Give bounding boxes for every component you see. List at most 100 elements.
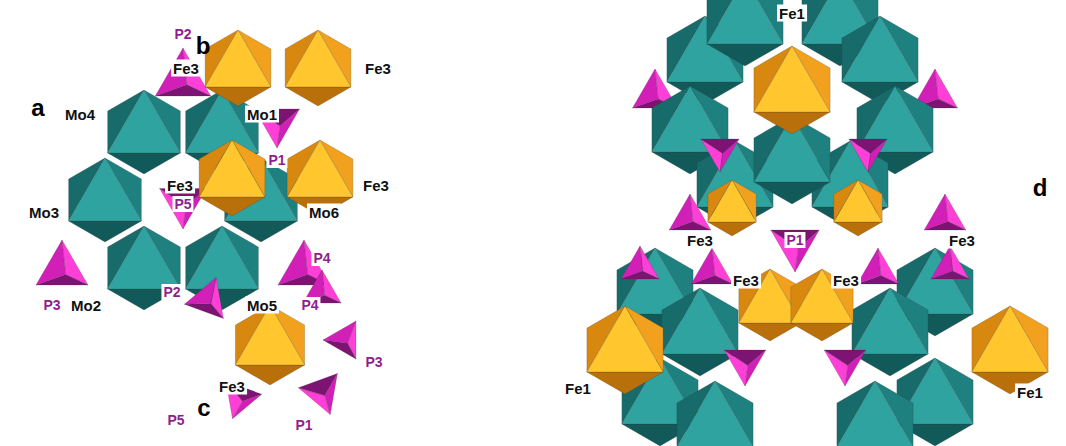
panel-letter: d [1031, 175, 1050, 201]
atom-label: P1 [266, 152, 287, 168]
polyhedron-face [233, 394, 262, 419]
atom-label: Mo2 [69, 297, 103, 314]
polyhedron-face [739, 323, 801, 341]
polyhedron-face [845, 350, 866, 386]
atom-label: Fe1 [1015, 384, 1045, 401]
polyhedron-face [972, 306, 1048, 372]
polyhedron-face [587, 372, 663, 394]
octahedron [834, 180, 882, 236]
atom-label: Fe1 [777, 5, 807, 22]
atom-label: Fe3 [361, 177, 391, 194]
tetrahedron [621, 246, 659, 279]
polyhedron-face [199, 197, 265, 216]
polyhedron-face [720, 139, 739, 172]
octahedron [587, 306, 663, 394]
polyhedron-face [868, 139, 887, 172]
octahedron [972, 306, 1048, 394]
polyhedron-face [69, 158, 142, 221]
polyhedron-face [708, 222, 756, 236]
tetrahedron [669, 194, 711, 230]
polyhedron-face [235, 305, 304, 365]
polyhedron-face [205, 30, 271, 87]
atom-label: Fe3 [171, 60, 201, 77]
polyhedron-face [36, 240, 66, 285]
polyhedron-face [852, 288, 928, 354]
polyhedron-face [931, 246, 953, 279]
atom-label: Fe3 [947, 232, 977, 249]
panel-letter: c [195, 395, 212, 421]
atom-label: P1 [784, 232, 805, 248]
polyhedron-face [278, 240, 308, 285]
atom-label: Fe3 [217, 378, 247, 395]
octahedron [199, 140, 265, 216]
tetrahedron [771, 230, 819, 272]
tetrahedron [36, 240, 88, 285]
octahedron [205, 30, 271, 106]
atom-label: P5 [172, 196, 193, 212]
octahedron [285, 30, 351, 106]
polyhedron-face [277, 109, 300, 148]
tetrahedron [298, 374, 337, 415]
tetrahedron [184, 277, 223, 318]
polyhedron-face [323, 340, 356, 359]
atom-label: Fe1 [563, 380, 593, 397]
atom-label: Mo3 [27, 204, 61, 221]
atom-label: Mo4 [63, 106, 97, 123]
octahedron [852, 288, 928, 376]
polyhedron-face [184, 304, 223, 319]
polyhedron-face [745, 350, 766, 386]
atom-label: Fe3 [831, 272, 861, 289]
tetrahedron [724, 350, 766, 386]
atom-label: Mo6 [307, 204, 341, 221]
atom-label: P2 [172, 26, 193, 42]
polyhedron-face [287, 140, 353, 197]
octahedron [662, 288, 738, 376]
atom-label: P3 [363, 354, 384, 370]
polyhedron-face [837, 381, 913, 446]
polyhedron-face [621, 246, 643, 279]
polyhedron-face [285, 87, 351, 106]
atom-label: Fe3 [685, 232, 715, 249]
polyhedron-face [285, 30, 351, 87]
atom-label: P4 [299, 297, 320, 313]
polyhedron-face [754, 46, 830, 112]
polyhedron-face [205, 87, 271, 106]
panel-letter: b [194, 33, 213, 59]
octahedron [677, 381, 753, 446]
polyhedron-face [323, 321, 356, 343]
octahedron [108, 90, 181, 174]
atom-label: Mo1 [245, 106, 279, 123]
polyhedron-face [707, 0, 783, 44]
polyhedron-face [834, 180, 882, 222]
polyhedron-face [691, 248, 715, 284]
atom-label: P3 [41, 297, 62, 313]
polyhedron-face [842, 16, 918, 82]
octahedron [708, 180, 756, 236]
octahedron [837, 381, 913, 446]
octahedron [842, 16, 918, 104]
octahedron [69, 158, 142, 242]
octahedron [235, 305, 304, 385]
polyhedron-face [924, 194, 948, 230]
atom-label: Mo5 [245, 297, 279, 314]
atom-label: P2 [161, 284, 182, 300]
panel-letter: a [29, 95, 46, 121]
octahedron [754, 46, 830, 134]
octahedron [707, 0, 783, 66]
tetrahedron [323, 321, 356, 359]
polyhedron-face [708, 180, 756, 222]
polyhedron-face [199, 140, 265, 197]
polyhedron-face [633, 69, 659, 108]
polyhedron-face [325, 374, 338, 415]
polyhedron-face [108, 90, 181, 153]
polyhedron-face [834, 222, 882, 236]
polyhedron-face [186, 226, 259, 289]
atom-label: Fe3 [731, 272, 761, 289]
tetrahedron [701, 139, 739, 172]
tetrahedron [691, 248, 733, 284]
tetrahedron [931, 246, 969, 279]
atom-label: P4 [311, 250, 332, 266]
polyhedron-face [677, 381, 753, 446]
